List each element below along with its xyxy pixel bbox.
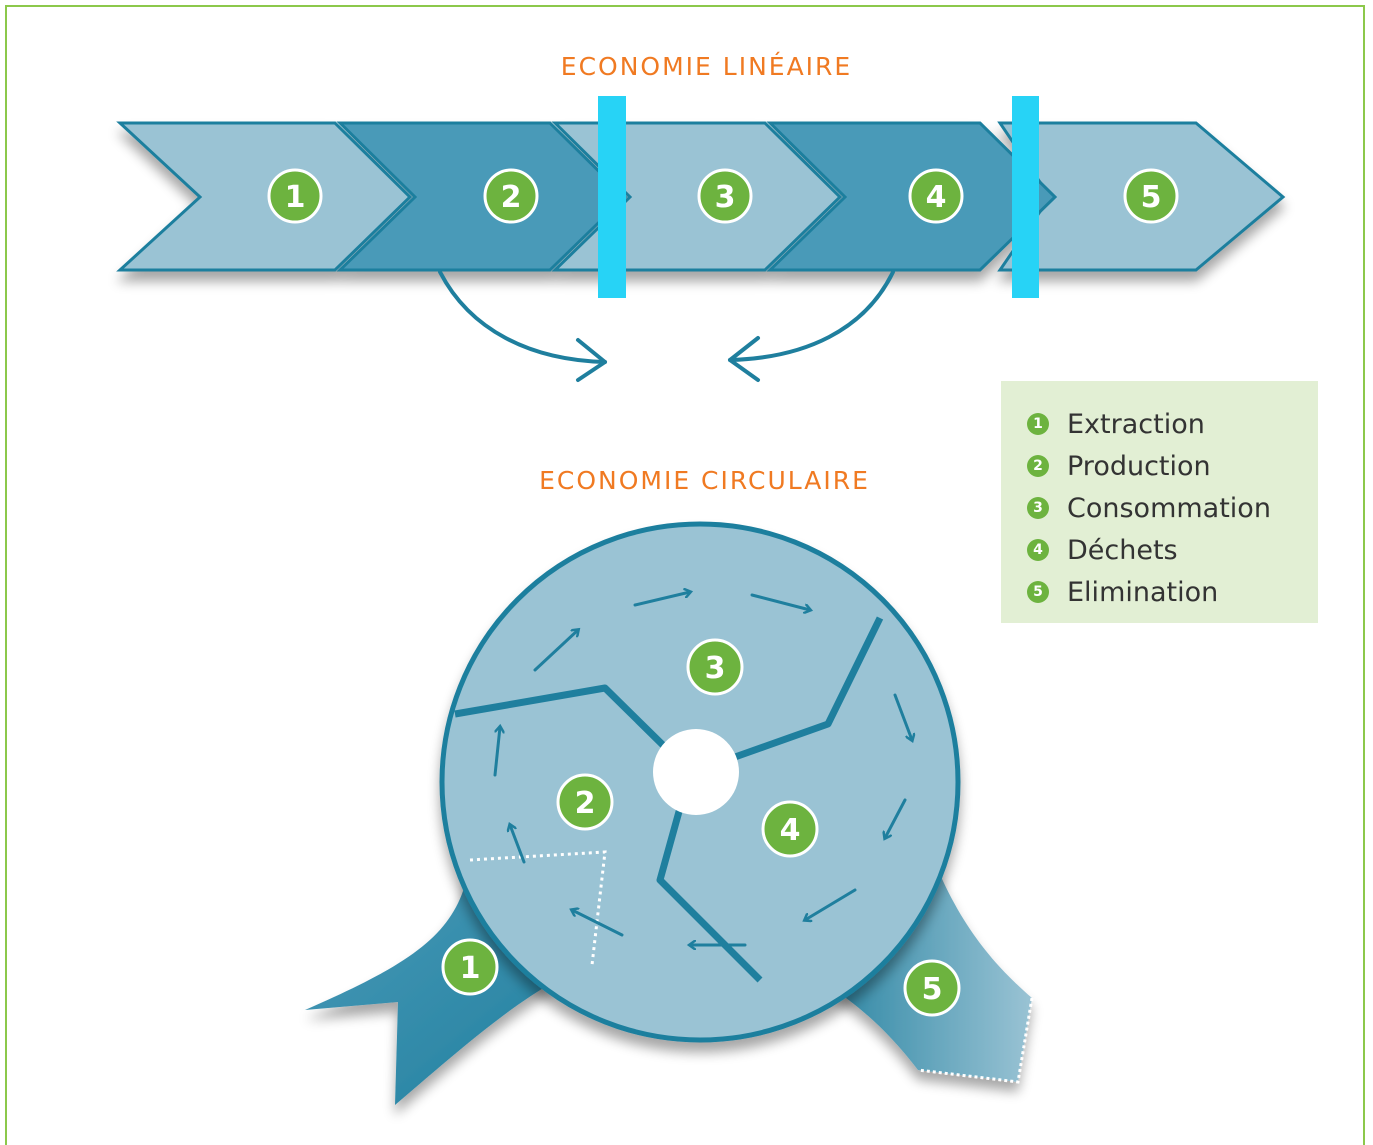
marker-bar-right <box>1012 96 1039 298</box>
dotted-extraction-zone <box>469 850 607 966</box>
circular-step-2-badge: 2 <box>556 773 614 831</box>
curved-arrow-right <box>728 270 895 362</box>
legend-label-extraction: Extraction <box>1067 408 1205 440</box>
linear-step-2-chevron <box>336 121 628 272</box>
legend-badge-1: 1 <box>1027 413 1049 435</box>
svg-text:4: 4 <box>926 180 947 215</box>
linear-step-3-badge: 3 <box>697 168 753 224</box>
linear-step-1-badge: 1 <box>267 168 323 224</box>
svg-text:1: 1 <box>285 180 306 215</box>
linear-economy-title: ECONOMIE LINÉAIRE <box>560 52 853 81</box>
legend-badge-2: 2 <box>1027 455 1049 477</box>
svg-text:5: 5 <box>1141 180 1162 215</box>
legend-badge-3: 3 <box>1027 497 1049 519</box>
circular-step-1-badge: 1 <box>441 938 499 996</box>
circular-step-4-badge: 4 <box>761 800 819 858</box>
legend-box: 1 Extraction 2 Production 3 Consommation… <box>1001 381 1318 623</box>
linear-step-2-badge: 2 <box>483 168 539 224</box>
legend-item-consommation: 3 Consommation <box>1027 487 1318 529</box>
ribbon-elimination-dotted-edge <box>917 997 1034 1084</box>
circular-step-3-badge: 3 <box>686 638 744 696</box>
center-hole <box>653 729 739 815</box>
curved-arrow-left <box>438 270 607 364</box>
legend-badge-5: 5 <box>1027 581 1049 603</box>
linear-step-4-badge: 4 <box>908 168 964 224</box>
legend-label-production: Production <box>1067 450 1211 482</box>
marker-bar-left <box>598 96 626 298</box>
divider-2-3 <box>454 684 673 755</box>
legend-label-elimination: Elimination <box>1067 576 1219 608</box>
svg-text:4: 4 <box>780 813 801 848</box>
legend-item-elimination: 5 Elimination <box>1027 571 1318 613</box>
legend-label-dechets: Déchets <box>1067 534 1178 566</box>
circular-flow-arrows <box>493 592 912 945</box>
legend-item-production: 2 Production <box>1027 445 1318 487</box>
svg-text:2: 2 <box>575 786 596 821</box>
circular-economy-title: ECONOMIE CIRCULAIRE <box>539 466 870 495</box>
linear-step-5-badge: 5 <box>1123 168 1179 224</box>
svg-text:2: 2 <box>501 180 522 215</box>
svg-text:3: 3 <box>705 651 726 686</box>
svg-text:5: 5 <box>922 972 943 1007</box>
curved-arrow-right-head <box>728 336 760 382</box>
divider-2-4 <box>656 807 763 983</box>
legend-item-extraction: 1 Extraction <box>1027 403 1318 445</box>
linear-step-1-chevron <box>116 121 413 272</box>
legend-label-consommation: Consommation <box>1067 492 1271 524</box>
curved-arrow-left-head <box>576 338 607 382</box>
legend-badge-4: 4 <box>1027 539 1049 561</box>
linear-step-3-chevron <box>551 121 843 272</box>
page-frame <box>5 5 1365 1145</box>
circular-step-5-badge: 5 <box>903 959 961 1017</box>
divider-3-4 <box>733 616 884 761</box>
svg-text:3: 3 <box>715 180 736 215</box>
svg-text:1: 1 <box>460 951 481 986</box>
legend-item-dechets: 4 Déchets <box>1027 529 1318 571</box>
